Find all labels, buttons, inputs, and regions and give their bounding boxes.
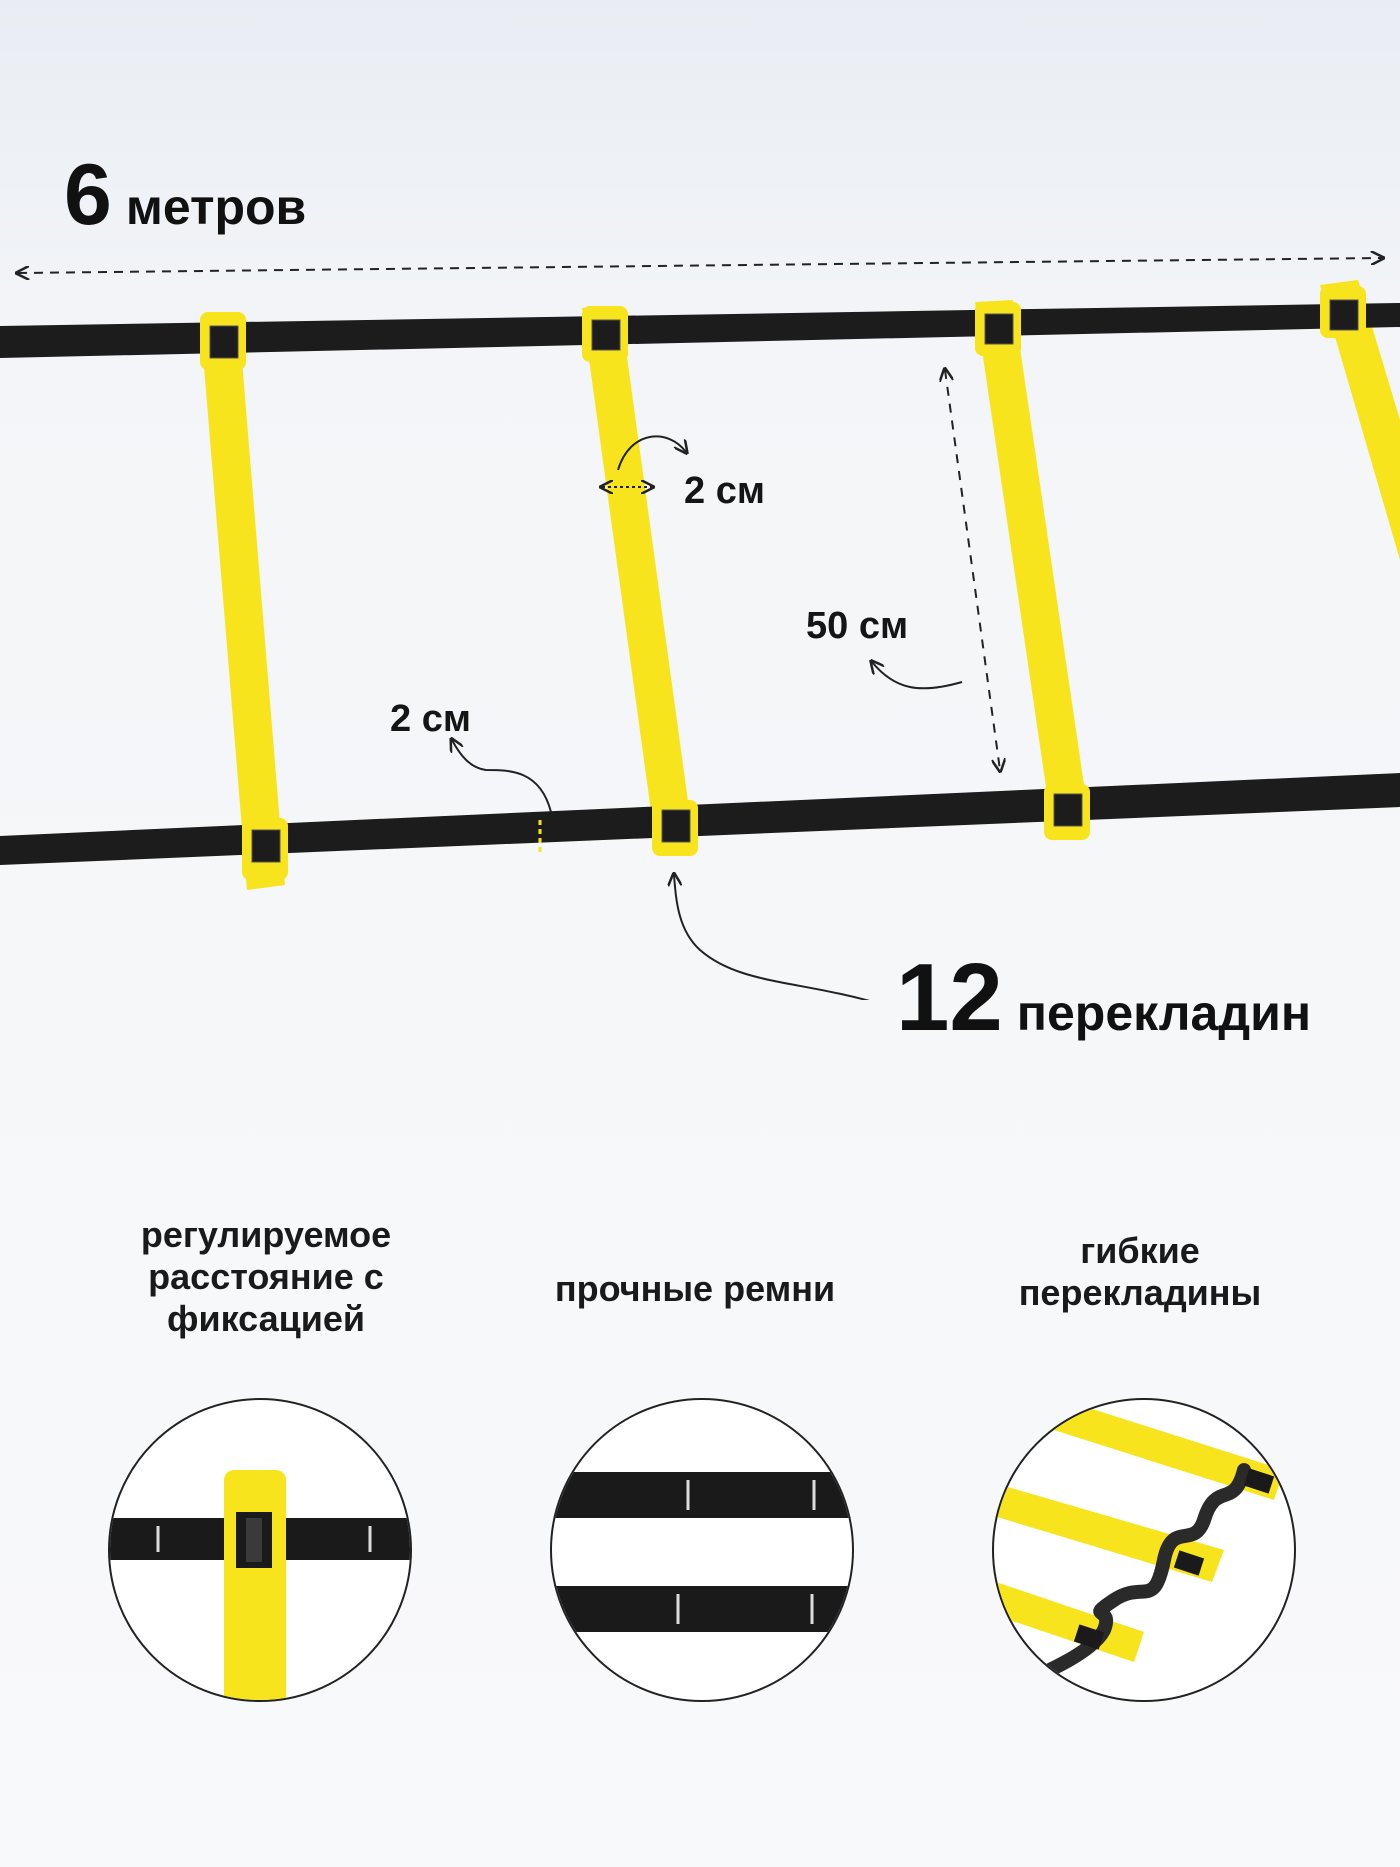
feature-label-flexible: гибкие перекладины xyxy=(1018,1230,1262,1313)
rung-width-label: 2 см xyxy=(684,470,765,512)
ladder-rung xyxy=(200,312,285,890)
rungs-count-unit: перекладин xyxy=(1016,985,1312,1041)
feature-label-adjustable: регулируемое расстояние с фиксацией xyxy=(140,1214,392,1339)
rung-spacing-pointer xyxy=(872,662,963,690)
strap-width-label: 2 см xyxy=(390,698,471,740)
ladder-rung xyxy=(975,300,1090,828)
length-arrow xyxy=(18,258,1382,273)
feature-label-straps: прочные ремни xyxy=(554,1268,836,1309)
bottom-strap xyxy=(0,773,1400,865)
ladder-rung xyxy=(582,306,694,848)
rung-count-pointer xyxy=(674,875,870,1000)
length-heading: 6 метров xyxy=(64,152,306,238)
top-strap xyxy=(0,303,1400,358)
rung-width-pointer xyxy=(617,435,686,471)
strap-icon xyxy=(550,1398,854,1702)
agility-ladder-illustration xyxy=(0,0,1400,1000)
strap-width-pointer xyxy=(452,740,552,813)
rung-spacing-arrow xyxy=(945,370,1000,770)
length-unit: метров xyxy=(125,179,307,235)
length-number: 6 xyxy=(64,147,112,243)
flexible-rungs-icon xyxy=(992,1398,1296,1702)
rungs-count-number: 12 xyxy=(896,944,1003,1051)
ladder-rung xyxy=(1320,280,1400,560)
rung-caps xyxy=(200,286,1366,880)
rungs-count-heading: 12 перекладин xyxy=(896,950,1311,1046)
rung-spacing-label: 50 см xyxy=(806,605,909,647)
adjustable-lock-icon xyxy=(108,1398,412,1702)
